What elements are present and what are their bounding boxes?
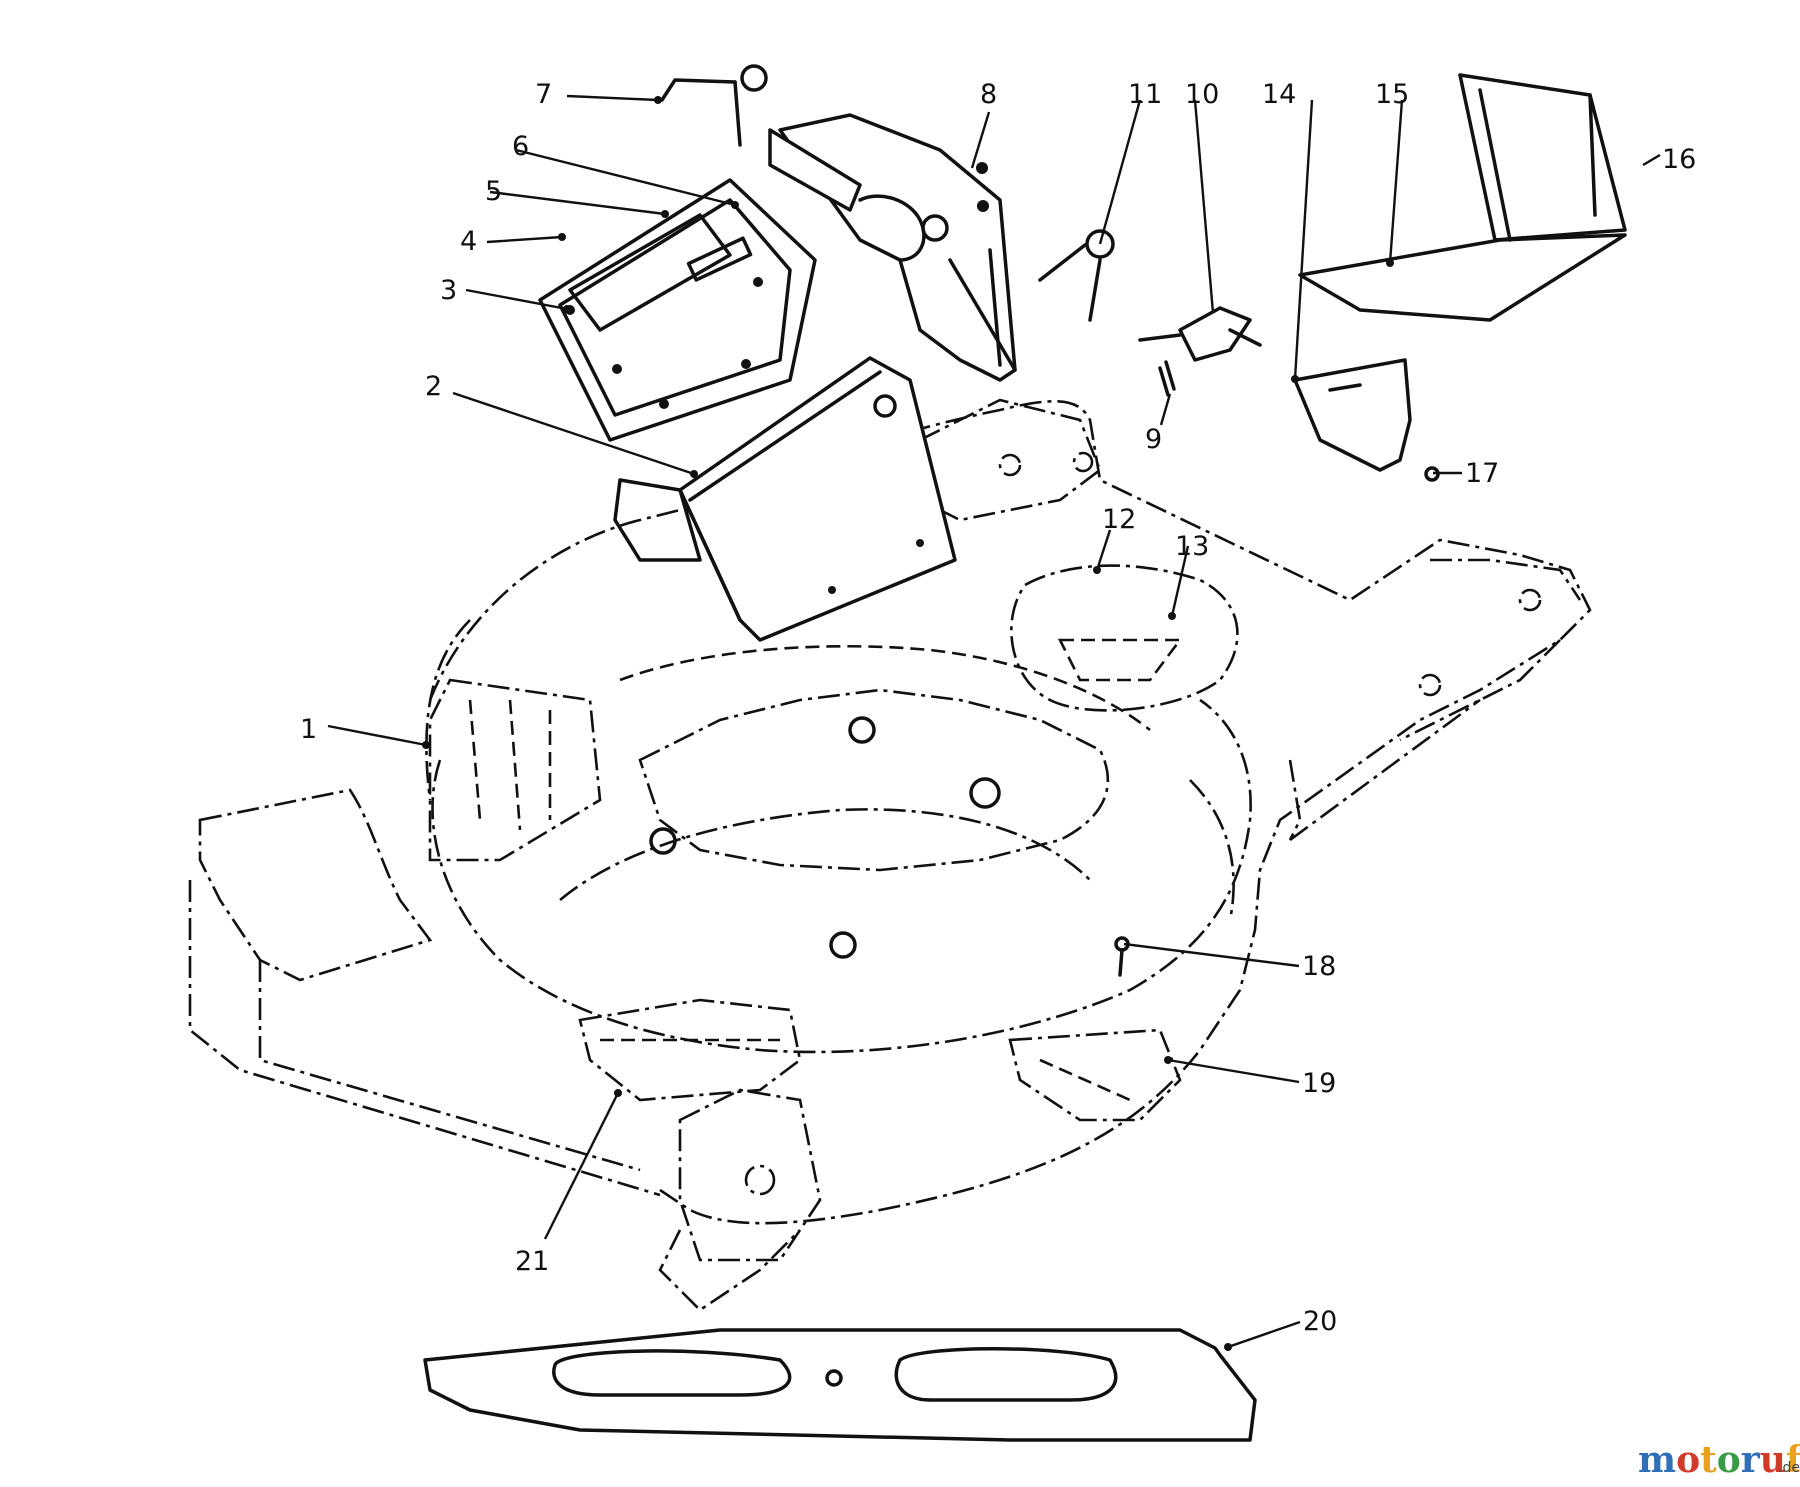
watermark-name: motoruf — [1638, 1439, 1800, 1481]
rear-door-bracket — [613, 356, 957, 642]
callout-15: 15 — [1375, 79, 1409, 110]
callout-19: 19 — [1302, 1068, 1336, 1099]
discharge-chute — [768, 113, 1017, 382]
callout-13: 13 — [1175, 531, 1209, 562]
rear-shield-plate — [538, 178, 817, 442]
callout-2: 2 — [425, 371, 442, 402]
callout-5: 5 — [485, 176, 502, 207]
callout-18: 18 — [1302, 951, 1336, 982]
grass-deflector — [1298, 73, 1627, 322]
callout-8: 8 — [980, 79, 997, 110]
callout-20: 20 — [1303, 1306, 1337, 1337]
callout-3: 3 — [440, 275, 457, 306]
callout-labels: 1 2 3 4 5 6 7 8 9 10 11 12 13 14 15 16 1… — [300, 79, 1696, 1337]
callout-1: 1 — [300, 714, 317, 745]
small-hardware — [1114, 466, 1440, 977]
deck-housing — [188, 398, 1592, 1312]
torsion-spring-left — [660, 64, 768, 147]
side-cover-plate — [1293, 358, 1412, 472]
hinge-bracket — [1138, 306, 1262, 397]
callout-7: 7 — [535, 79, 552, 110]
leader-lines — [327, 94, 1661, 1351]
callout-11: 11 — [1128, 79, 1162, 110]
callout-6: 6 — [512, 131, 529, 162]
watermark-logo: motoruf .de — [1638, 1439, 1800, 1481]
torsion-spring-right — [1038, 229, 1115, 322]
callout-16: 16 — [1662, 144, 1696, 175]
callout-21: 21 — [515, 1246, 549, 1277]
callout-12: 12 — [1102, 504, 1136, 535]
mower-blade — [423, 1328, 1257, 1442]
callout-17: 17 — [1465, 458, 1499, 489]
callout-4: 4 — [460, 226, 477, 257]
watermark-suffix: .de — [1778, 1460, 1800, 1476]
callout-10: 10 — [1185, 79, 1219, 110]
callout-14: 14 — [1262, 79, 1296, 110]
callout-9: 9 — [1145, 424, 1162, 455]
